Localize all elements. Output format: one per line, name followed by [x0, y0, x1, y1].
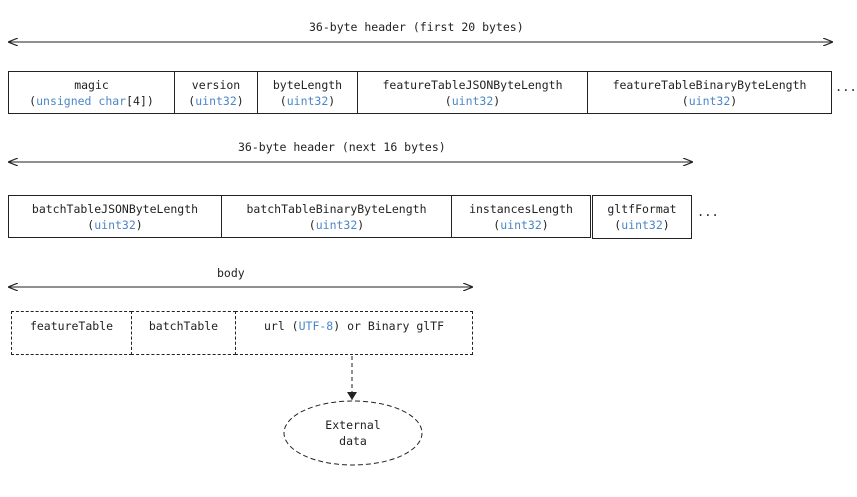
field-featuretable-binary-bytelength: featureTableBinaryByteLength (uint32)	[587, 71, 832, 114]
field-version: version (uint32)	[174, 71, 258, 114]
field-type: uint32	[500, 218, 542, 232]
field-gltf-format: gltfFormat (uint32)	[592, 195, 692, 239]
field-name: magic	[74, 78, 109, 92]
body-batch-table: batchTable	[131, 311, 236, 355]
field-type: uint32	[94, 218, 136, 232]
field-name: featureTableJSONByteLength	[382, 78, 563, 92]
external-data-ellipse	[283, 400, 423, 466]
field-type: uint32	[315, 218, 358, 232]
field-name: featureTableBinaryByteLength	[612, 78, 807, 92]
field-batchtable-binary-bytelength: batchTableBinaryByteLength (uint32)	[221, 195, 452, 238]
external-line2: data	[339, 434, 367, 448]
field-bytelength: byteLength (uint32)	[257, 71, 358, 114]
field-name: batchTableBinaryByteLength	[246, 202, 427, 216]
field-name: batchTableJSONByteLength	[31, 202, 199, 216]
gltf-rest: ) or Binary glTF	[333, 319, 445, 333]
field-type: uint32	[621, 218, 663, 232]
field-featuretable-json-bytelength: featureTableJSONByteLength (uint32)	[357, 71, 588, 114]
gltf-prefix: url (	[263, 319, 299, 333]
row1-ellipsis: ...	[835, 80, 857, 94]
row2-ellipsis: ...	[697, 205, 719, 219]
body-gltf: url (UTF-8) or Binary glTF	[235, 311, 473, 355]
field-batchtable-json-bytelength: batchTableJSONByteLength (uint32)	[8, 195, 222, 238]
field-type: unsigned char	[36, 94, 127, 108]
field-name: version	[191, 78, 241, 92]
field-type-suffix: [4]	[126, 94, 147, 108]
row2-label: 36-byte header (next 16 bytes)	[238, 140, 446, 154]
field-type: uint32	[195, 94, 237, 108]
field-type: uint32	[286, 94, 329, 108]
field-name: featureTable	[29, 319, 114, 333]
row1-label: 36-byte header (first 20 bytes)	[309, 20, 524, 34]
external-data-label: External data	[303, 417, 403, 449]
body-label: body	[217, 266, 245, 280]
field-name: instancesLength	[469, 202, 573, 216]
field-name: batchTable	[148, 319, 219, 333]
field-instances-length: instancesLength (uint32)	[451, 195, 591, 238]
field-name: gltfFormat	[607, 202, 677, 216]
field-magic: magic (unsigned char[4])	[8, 71, 175, 114]
field-type: UTF-8	[298, 319, 334, 333]
field-name: byteLength	[272, 78, 343, 92]
body-feature-table: featureTable	[11, 311, 132, 355]
field-type: uint32	[451, 94, 494, 108]
external-line1: External	[325, 418, 381, 432]
field-type: uint32	[688, 94, 731, 108]
